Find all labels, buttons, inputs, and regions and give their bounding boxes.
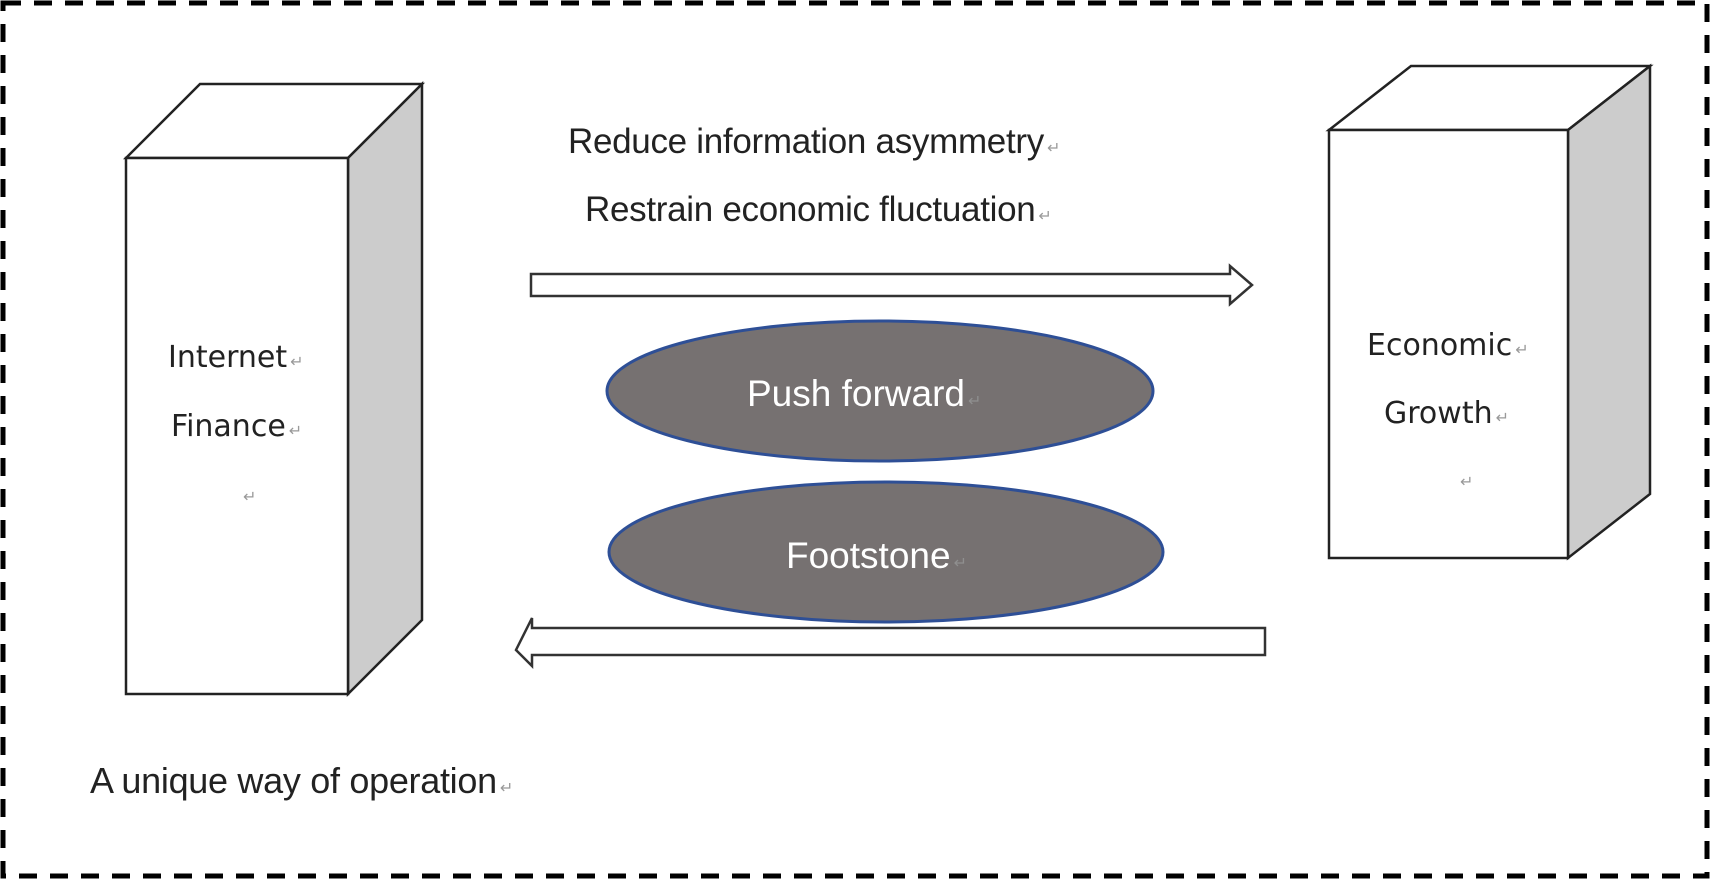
left-block-label-line1: Internet↵ <box>168 340 304 375</box>
left-block-label-line2: Finance↵ <box>171 409 302 444</box>
ellipse-label-push-forward: Push forward↵ <box>747 373 981 415</box>
top-label-text-2: Restrain economic fluctuation <box>585 190 1036 229</box>
left-block-empty-line: ↵ <box>240 486 256 507</box>
top-label-text-1: Reduce information asymmetry <box>568 122 1044 161</box>
return-mark-icon: ↵ <box>1038 208 1052 225</box>
right-block-label-line2: Growth↵ <box>1384 396 1509 431</box>
footstone-text: Footstone <box>786 535 951 576</box>
label-restrain-economic-fluctuation: Restrain economic fluctuation↵ <box>585 190 1052 230</box>
push-forward-text: Push forward <box>747 373 965 414</box>
ellipse-push-forward <box>605 319 1155 463</box>
caption-unique-way-of-operation: A unique way of operation↵ <box>90 760 513 802</box>
return-mark-icon: ↵ <box>953 555 967 572</box>
ellipse-label-footstone: Footstone↵ <box>786 535 967 577</box>
left-block-text-finance: Finance <box>171 409 286 444</box>
return-mark-icon: ↵ <box>1515 340 1529 359</box>
right-block-label-line1: Economic↵ <box>1367 328 1529 363</box>
arrow-left <box>514 617 1267 670</box>
right-block-front-face <box>1327 128 1570 560</box>
left-block-front-face <box>124 156 350 696</box>
left-block-side-face <box>346 80 424 698</box>
caption-text: A unique way of operation <box>90 760 497 801</box>
right-block-text-economic: Economic <box>1367 328 1513 363</box>
arrow-right <box>529 263 1254 307</box>
economic-growth-block <box>1325 63 1654 561</box>
right-block-side-face <box>1566 63 1652 561</box>
return-mark-icon: ↵ <box>1460 472 1474 491</box>
return-mark-icon: ↵ <box>1046 140 1061 157</box>
ellipse-footstone <box>607 480 1165 624</box>
return-mark-icon: ↵ <box>499 780 513 797</box>
return-mark-icon: ↵ <box>288 421 303 440</box>
right-block-text-growth: Growth <box>1384 396 1493 431</box>
left-block-text-internet: Internet <box>168 340 288 375</box>
right-block-empty-line: ↵ <box>1457 471 1473 492</box>
return-mark-icon: ↵ <box>243 487 257 506</box>
label-reduce-information-asymmetry: Reduce information asymmetry↵ <box>568 122 1060 162</box>
return-mark-icon: ↵ <box>290 352 304 371</box>
internet-finance-block <box>122 80 426 698</box>
return-mark-icon: ↵ <box>1495 408 1509 427</box>
return-mark-icon: ↵ <box>968 393 982 410</box>
